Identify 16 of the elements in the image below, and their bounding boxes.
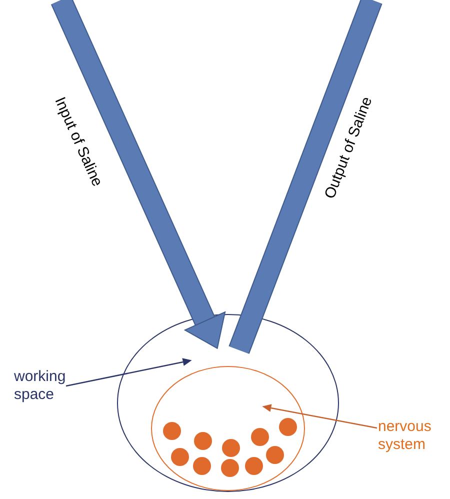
edge-label: Input of Saline xyxy=(50,94,106,190)
neuron-dot xyxy=(279,418,297,436)
neuron-dot xyxy=(221,459,239,477)
working-space-label: working space xyxy=(14,368,67,404)
neuron-dot xyxy=(251,428,269,446)
neuron-dot xyxy=(171,448,189,466)
working-space-ellipse xyxy=(117,314,339,492)
neuron-dot xyxy=(222,439,240,457)
edge-label: Output of Saline xyxy=(321,94,377,202)
neuron-dot xyxy=(163,422,181,440)
nervous-system-ellipse xyxy=(150,366,304,490)
nervous-system-label: nervous system xyxy=(378,418,432,454)
neuron-dot xyxy=(266,446,284,464)
neuron-dot xyxy=(193,457,211,475)
neuron-dot xyxy=(194,432,212,450)
neuron-dot xyxy=(245,457,263,475)
